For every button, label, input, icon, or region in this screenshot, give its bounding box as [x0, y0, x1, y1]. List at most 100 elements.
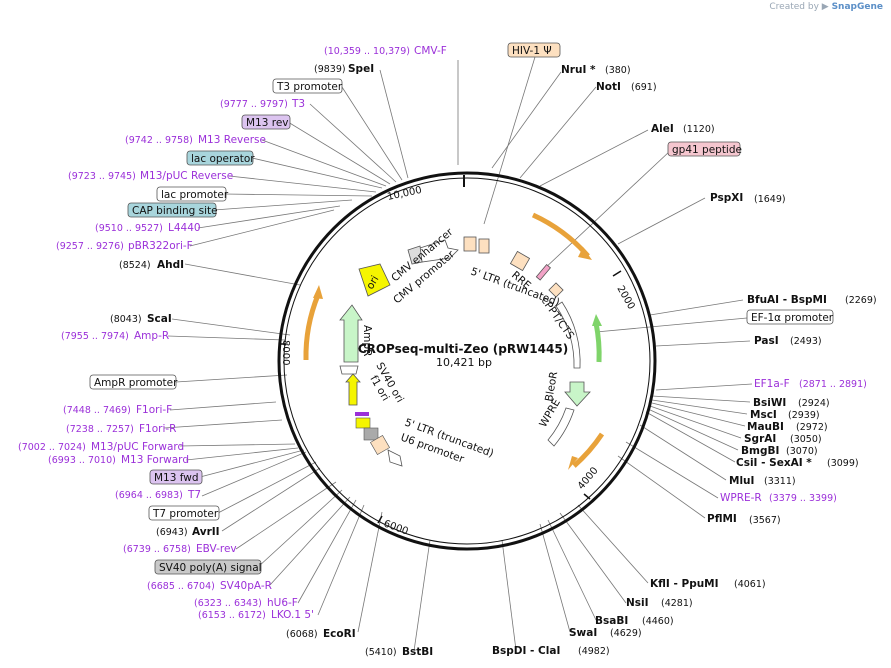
primer-pos: (6323 .. 6343)	[194, 598, 262, 609]
primer-pos: (6153 .. 6172)	[198, 610, 266, 621]
enzyme-name: NotI	[596, 81, 621, 93]
primer-pos: (9257 .. 9276)	[56, 241, 124, 252]
plasmid-name: CROPseq-multi-Zeo (pRW1445)	[358, 342, 568, 356]
tick-label-4000: 4000	[576, 465, 601, 492]
enzyme-name: EcoRI	[323, 628, 356, 640]
primer-pos: (6964 .. 6983)	[115, 490, 183, 501]
feature-label: lac promoter	[161, 189, 229, 201]
primer-name: L4440	[168, 222, 201, 234]
enzyme-name: PflMI	[707, 513, 737, 525]
enzyme-pos: (4061)	[734, 579, 766, 590]
plasmid-size: 10,421 bp	[436, 356, 492, 369]
enzyme-pos: (2269)	[845, 295, 877, 306]
primer-name: T7	[187, 489, 201, 501]
feature-label: CAP binding site	[132, 205, 218, 217]
feature-label: M13 fwd	[154, 472, 199, 484]
snapgene-watermark: Created by ▶ SnapGene	[769, 2, 883, 12]
orange-arc-2	[572, 432, 605, 468]
enzyme-name: SgrAI	[744, 433, 776, 445]
orange-arc-3	[303, 294, 321, 361]
enzyme-pos: (3070)	[786, 446, 818, 457]
primer-pos: (6739 .. 6758)	[123, 544, 191, 555]
enzyme-pos: (6943)	[156, 527, 188, 538]
primer-name: M13 Forward	[121, 454, 189, 466]
enzyme-pos: (1649)	[754, 194, 786, 205]
enzyme-name: BsiWI	[753, 397, 786, 409]
orange-arrowhead-2	[568, 456, 578, 470]
primer-name: Amp-R	[134, 330, 169, 342]
tick-label-8000: 8000	[280, 340, 291, 365]
enzyme-pos: (2939)	[788, 410, 820, 421]
left-primers: (10,359 .. 10,379) CMV-F (9777 .. 9797) …	[18, 45, 447, 621]
primer-pos: (6993 .. 7010)	[48, 455, 116, 466]
primer-name: T3	[291, 98, 305, 110]
enzyme-name: MscI	[750, 409, 777, 421]
enzyme-name: AvrII	[192, 526, 220, 538]
enzyme-name: BfuAI - BspMI	[747, 294, 827, 306]
enzyme-name: SwaI	[569, 627, 597, 639]
enzyme-pos: (2972)	[796, 422, 828, 433]
primer-pos: (10,359 .. 10,379)	[324, 46, 410, 57]
primer-name: M13/pUC Reverse	[140, 170, 233, 182]
feature-label: SV40 poly(A) signal	[159, 562, 262, 574]
primer-pos: (7955 .. 7974)	[61, 331, 129, 342]
green-arc	[593, 322, 602, 363]
label-ori: ori	[364, 274, 381, 292]
primer-pos: (3379 .. 3399)	[769, 493, 837, 504]
primer-pos: (7238 .. 7257)	[66, 424, 134, 435]
tick-6000	[377, 515, 383, 524]
primer-pos: (7448 .. 7469)	[63, 405, 131, 416]
enzyme-pos: (3311)	[764, 476, 796, 487]
primer-name: F1ori-R	[139, 423, 176, 435]
enzyme-pos: (5410)	[365, 647, 397, 658]
primer-pos: (9723 .. 9745)	[68, 171, 136, 182]
left-enzymes: (9839) SpeI (8524) AhdI (8043) ScaI (694…	[110, 63, 433, 658]
enzyme-name: AleI	[651, 123, 674, 135]
label-bleor: BleoR	[543, 371, 560, 403]
label-ampr: AmpR	[361, 325, 373, 356]
primer-name: LKO.1 5'	[271, 609, 314, 621]
primer-name: EBV-rev	[196, 543, 237, 555]
enzyme-name: KflI - PpuMI	[650, 578, 719, 590]
leader-lines	[163, 56, 753, 652]
enzyme-pos: (2924)	[798, 398, 830, 409]
enzyme-pos: (2493)	[790, 336, 822, 347]
enzyme-name: BstBI	[402, 646, 433, 658]
feature-label: HIV-1 Ψ	[512, 45, 552, 57]
enzyme-name: CsiI - SexAI *	[736, 457, 812, 469]
watermark-brand: SnapGene	[831, 2, 883, 12]
primer-name: SV40pA-R	[220, 580, 272, 592]
enzyme-pos: (9839)	[314, 64, 346, 75]
inner-features	[339, 236, 591, 467]
primer-name: M13/pUC Forward	[91, 441, 184, 453]
enzyme-name: MauBI	[747, 421, 784, 433]
tick-label-2000: 2000	[614, 284, 636, 312]
orange-arrowhead-3	[313, 285, 323, 299]
enzyme-name: AhdI	[157, 259, 184, 271]
enzyme-pos: (4460)	[642, 616, 674, 627]
enzyme-name: PasI	[754, 335, 779, 347]
backbone-circle	[277, 171, 657, 551]
enzyme-pos: (8524)	[119, 260, 151, 271]
feature-label: T3 promoter	[276, 81, 343, 93]
enzyme-pos: (1120)	[683, 124, 715, 135]
watermark-prefix: Created by	[769, 2, 819, 12]
primer-pos: (9742 .. 9758)	[125, 135, 193, 146]
feature-label: M13 rev	[246, 117, 289, 129]
backbone-inner-circle	[283, 177, 651, 545]
snapgene-logo-icon: ▶	[821, 2, 829, 12]
feature-label: gp41 peptide	[672, 144, 742, 156]
enzyme-name: ScaI	[147, 313, 172, 325]
primer-name: hU6-F	[267, 597, 298, 609]
primer-name: CMV-F	[414, 45, 447, 57]
enzyme-pos: (4982)	[578, 646, 610, 657]
primer-pos: (9510 .. 9527)	[95, 223, 163, 234]
primer-name: F1ori-F	[136, 404, 172, 416]
enzyme-pos: (380)	[605, 65, 631, 76]
enzyme-pos: (691)	[631, 82, 657, 93]
primer-name: WPRE-R	[720, 492, 762, 504]
enzyme-name: NruI *	[561, 64, 596, 76]
tick-2000	[612, 270, 622, 277]
tick-4000	[583, 493, 591, 500]
